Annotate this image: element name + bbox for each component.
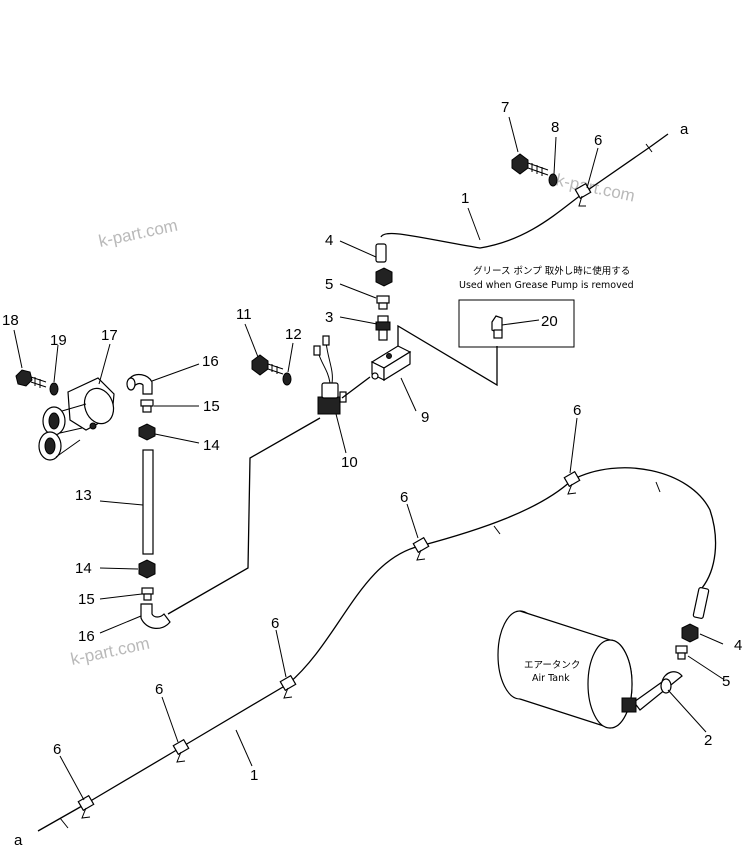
elbow-16-lower: [140, 603, 171, 629]
tube-13: [142, 449, 154, 555]
callout-1: 1: [461, 190, 469, 207]
callout-5: 5: [325, 276, 333, 293]
elbow-2: [633, 671, 683, 711]
pipe-1-upper: [380, 146, 651, 249]
callout-2: 2: [704, 732, 712, 749]
watermark: k-part.com: [97, 216, 179, 251]
clamp-lower-2: [172, 738, 190, 763]
end-marker-a-upper: a: [680, 121, 689, 138]
bolt-18: [15, 369, 47, 388]
note-english: Used when Grease Pump is removed: [459, 280, 634, 291]
callout-12: 12: [285, 326, 302, 343]
bolt-7: [511, 153, 549, 176]
callout-3: 3: [325, 309, 333, 326]
clamp-lower-4: [412, 536, 430, 561]
line-valve-to-elbow: [167, 417, 321, 615]
pipe-break-mark: [645, 143, 653, 153]
washer-19: [49, 382, 59, 396]
block-9: [370, 345, 412, 382]
callout-10: 10: [341, 454, 358, 471]
air-tank: [497, 610, 637, 729]
callout-17: 17: [101, 327, 118, 344]
callout-6: 6: [594, 132, 602, 149]
washer-12: [282, 372, 292, 386]
watermark: k-part.com: [554, 170, 636, 205]
callout-20: 20: [541, 313, 558, 330]
clamp-lower-1: [77, 794, 95, 819]
callout-16: 16: [78, 628, 95, 645]
fitting-15-lower: [141, 587, 154, 601]
callout-14: 14: [75, 560, 92, 577]
nut-4-lower: [681, 623, 699, 643]
leader-lines: [13, 116, 724, 801]
ferrule-5-lower: [675, 645, 688, 660]
nut-4-upper: [375, 267, 393, 287]
sleeve-upper: [375, 243, 387, 263]
line-block-to-grease: [397, 324, 498, 387]
valve-10: [313, 335, 347, 415]
pipe-end-arrow-a-upper: [649, 133, 669, 148]
callout-15: 15: [203, 398, 220, 415]
note-japanese: グリース ポンプ 取外し時に使用する: [473, 265, 630, 277]
bolt-11: [251, 354, 284, 376]
sleeve-lower: [692, 587, 710, 619]
end-marker-a-lower: a: [14, 832, 23, 849]
callout-6: 6: [573, 402, 581, 419]
fitting-15-upper: [140, 399, 154, 413]
callout-1: 1: [250, 767, 258, 784]
callout-4: 4: [325, 232, 333, 249]
callout-8: 8: [551, 119, 559, 136]
pump-body-17: [38, 377, 115, 461]
nut-14-lower: [138, 559, 156, 579]
callout-11: 11: [236, 306, 252, 323]
connector-3: [375, 315, 391, 341]
callout-6: 6: [271, 615, 279, 632]
callout-18: 18: [2, 312, 19, 329]
callout-14: 14: [203, 437, 220, 454]
clamp-lower-3: [279, 674, 297, 699]
line-block-to-valve: [341, 376, 371, 399]
callout-5: 5: [722, 673, 730, 690]
pipe-break-mark: [59, 817, 69, 829]
ferrule-5-upper: [376, 295, 390, 310]
pipe-break-mark: [493, 525, 501, 535]
callout-6: 6: [155, 681, 163, 698]
callout-4: 4: [734, 637, 742, 654]
callout-13: 13: [75, 487, 92, 504]
note-box: [458, 299, 575, 348]
pipe-break-mark: [655, 481, 661, 493]
clamp-lower-5: [563, 470, 581, 495]
tank-label-japanese: エアータンク: [524, 660, 580, 671]
callout-7: 7: [501, 99, 509, 116]
callout-6: 6: [53, 741, 61, 758]
elbow-16-upper: [126, 373, 153, 395]
callout-6: 6: [400, 489, 408, 506]
grease-fitting-20: [491, 315, 503, 339]
washer-8: [548, 173, 558, 187]
callout-16: 16: [202, 353, 219, 370]
nut-14-upper: [138, 423, 156, 441]
pipe-1-lower: [81, 467, 717, 807]
tank-label-english: Air Tank: [532, 673, 570, 684]
callout-19: 19: [50, 332, 67, 349]
callout-15: 15: [78, 591, 95, 608]
callout-9: 9: [421, 409, 429, 426]
